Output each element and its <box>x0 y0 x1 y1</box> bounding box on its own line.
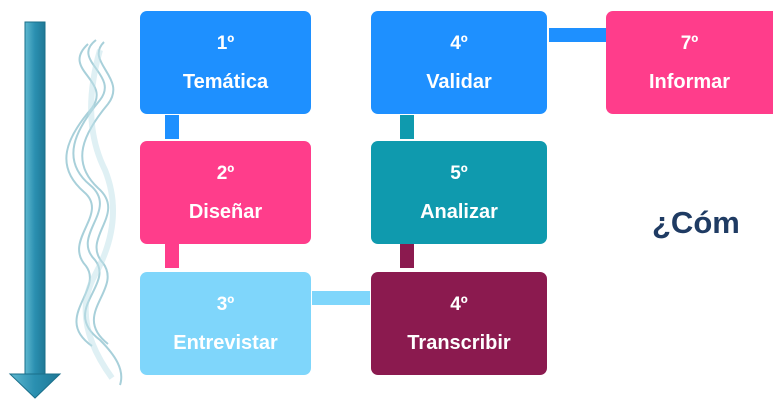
connector-3-4 <box>312 291 370 305</box>
step-analizar: 5º Analizar <box>371 141 547 244</box>
question-heading: ¿Cóm <box>652 205 740 240</box>
step-label: Transcribir <box>407 331 511 354</box>
step-label: Entrevistar <box>173 331 278 354</box>
step-number: 4º <box>450 32 468 54</box>
step-tematica: 1º Temática <box>140 11 311 114</box>
step-number: 1º <box>216 32 235 54</box>
connector-4-5 <box>400 244 414 268</box>
ribbon-ornament-icon <box>65 39 123 386</box>
connector-1-2 <box>165 115 179 139</box>
step-number: 7º <box>680 32 699 54</box>
down-arrow-icon <box>8 21 62 399</box>
step-number: 2º <box>216 162 235 184</box>
step-label: Validar <box>426 70 492 93</box>
step-transcribir: 4º Transcribir <box>371 272 547 375</box>
step-label: Diseñar <box>188 200 263 223</box>
connector-2-3 <box>165 244 179 268</box>
step-label: Analizar <box>420 200 498 223</box>
step-label: Informar <box>648 70 731 93</box>
step-validar: 4º Validar <box>371 11 547 114</box>
step-number: 4º <box>450 293 468 315</box>
step-informar: 7º Informar <box>606 11 773 114</box>
step-disenar: 2º Diseñar <box>140 141 311 244</box>
step-number: 3º <box>216 293 235 315</box>
step-label: Temática <box>182 70 269 93</box>
connector-5-validar <box>400 115 414 139</box>
connector-validar-7 <box>549 28 606 42</box>
step-number: 5º <box>450 162 468 184</box>
step-entrevistar: 3º Entrevistar <box>140 272 311 375</box>
